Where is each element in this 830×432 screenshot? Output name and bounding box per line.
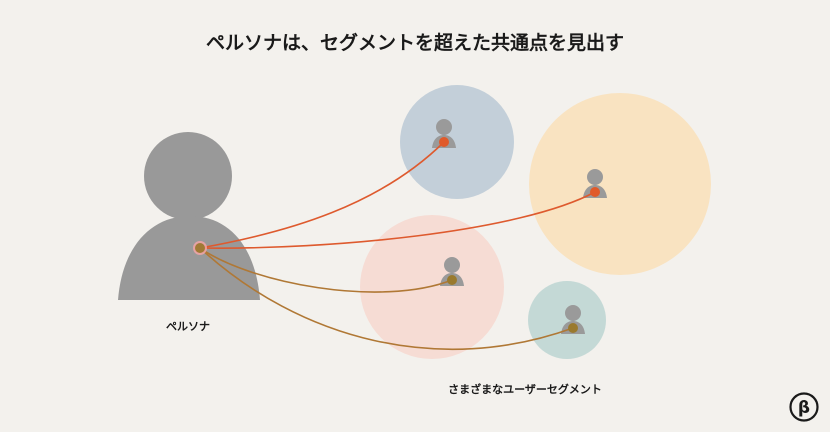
segment-circle-blue [400,85,514,199]
diagram-title: ペルソナは、セグメントを超えた共通点を見出す [205,32,624,54]
persona-dot-core [195,243,205,253]
persona-label: ペルソナ [166,320,210,333]
user-dot-yellow [590,187,600,197]
connection-line-teal [199,247,574,351]
segments-label: さまざまなユーザーセグメント [448,383,602,396]
user-dot-pink [447,275,457,285]
connection-line-pink [199,247,453,293]
beta-logo-icon: β [789,392,819,422]
connection-line-blue [199,141,445,249]
segment-circle-teal [528,281,606,359]
logo-letter: β [798,398,810,418]
user-dot-blue [439,137,449,147]
segment-circle-yellow [529,93,711,275]
persona-icon [118,132,260,300]
connection-line-yellow [199,191,596,249]
segment-circle-pink [360,215,504,359]
user-dot-teal [568,323,578,333]
